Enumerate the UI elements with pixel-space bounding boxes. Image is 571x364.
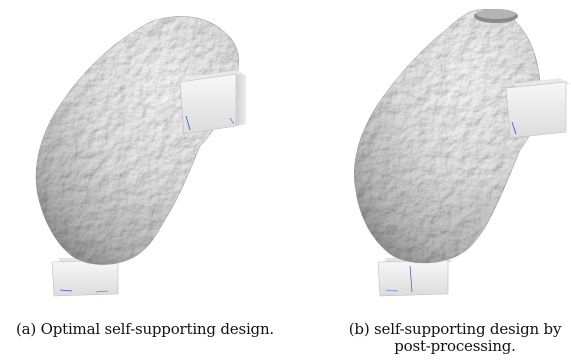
caption-a: (a) Optimal self-supporting design. xyxy=(16,320,274,338)
caption-b: (b) self-supporting design by post-proce… xyxy=(330,321,571,355)
caption-b-line2: post-processing. xyxy=(394,337,516,355)
model-b xyxy=(354,9,571,297)
model-a xyxy=(35,16,246,297)
organic-body-a xyxy=(35,16,239,265)
caption-b-line1: (b) self-supporting design by xyxy=(348,320,562,338)
organic-body-b xyxy=(354,9,542,264)
top-support-block-b xyxy=(505,78,571,139)
top-support-block-a xyxy=(179,70,246,135)
